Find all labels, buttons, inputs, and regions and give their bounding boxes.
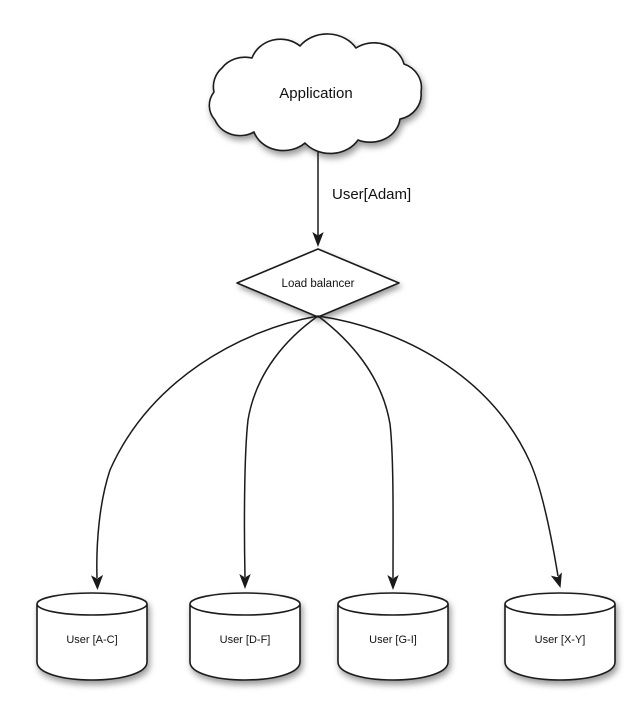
edge-load-balancer-to-shard-x-y (317, 315, 562, 588)
cylinder-body-shard-d-f (189, 604, 301, 681)
edge-load-balancer-to-shard-g-i (317, 315, 399, 590)
cylinder-top-shard-x-y (504, 592, 616, 616)
cylinder-body-shard-x-y (504, 604, 616, 681)
arrow-head-shard-g-i (387, 575, 399, 590)
edge-application-to-load-balancer: User[Adam] (312, 152, 411, 247)
cylinder-label-shard-x-y: User [X-Y] (535, 634, 586, 646)
cylinder-top-shard-d-f (189, 592, 301, 616)
cylinder-body-shard-a-c (36, 604, 148, 681)
cylinder-body-shard-g-i (337, 604, 449, 681)
edge-load-balancer-to-shard-a-c (91, 315, 319, 590)
arrow-head-shard-x-y (550, 572, 562, 588)
edge-line-shard-g-i (317, 315, 394, 579)
edge-line-shard-x-y (317, 315, 559, 577)
cloud-shape (208, 33, 423, 155)
edge-label-user-adam: User[Adam] (332, 186, 411, 203)
cylinder-top-shard-g-i (337, 592, 449, 616)
cylinder-label-shard-d-f: User [D-F] (220, 634, 271, 646)
arrow-head-main (312, 232, 324, 247)
cloud-label: Application (279, 85, 352, 102)
node-shard-d-f[interactable]: User [D-F] (189, 592, 301, 681)
diamond-shape (236, 248, 400, 318)
diamond-label: Load balancer (282, 278, 355, 290)
arrow-head-shard-a-c (91, 574, 104, 590)
cylinder-label-shard-g-i: User [G-I] (369, 634, 417, 646)
arrow-head-shard-d-f (239, 574, 251, 589)
node-shard-a-c[interactable]: User [A-C] (36, 592, 148, 681)
cylinder-top-shard-a-c (36, 592, 148, 616)
node-shard-x-y[interactable]: User [X-Y] (504, 592, 616, 681)
edge-load-balancer-to-shard-d-f (239, 315, 319, 589)
edge-line-shard-a-c (96, 315, 319, 579)
node-application[interactable]: Application (208, 33, 423, 155)
cylinder-label-shard-a-c: User [A-C] (66, 634, 117, 646)
node-load-balancer[interactable]: Load balancer (236, 248, 400, 318)
node-shard-g-i[interactable]: User [G-I] (337, 592, 449, 681)
edge-line-shard-d-f (243, 315, 319, 578)
